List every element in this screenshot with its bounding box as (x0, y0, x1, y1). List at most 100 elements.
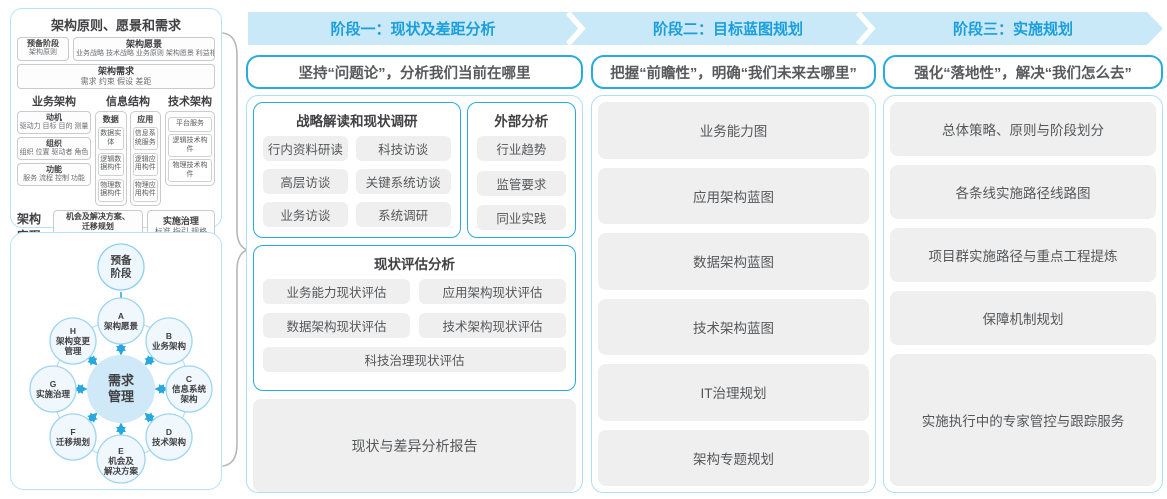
information-structure-header: 信息结构 (106, 96, 150, 109)
requirements-title: 架构需求 (97, 66, 134, 76)
phase3-panel: 总体策略、原则与阶段划分 各条线实施路径线路图 项目群实施路径与重点工程提炼 保… (883, 95, 1163, 493)
assessment-title: 现状评估分析 (374, 257, 455, 272)
phase3-item: 项目群实施路径与重点工程提炼 (890, 227, 1156, 282)
gap-analysis-report-box: 现状与差异分析报告 (253, 399, 576, 492)
phase2-panel: 业务能力图 应用架构蓝图 数据架构蓝图 技术架构蓝图 IT治理规划 架构专题规划 (591, 95, 876, 493)
data-item: 物理数据构件 (98, 178, 124, 202)
external-analysis-box: 外部分析 行业趋势 监管要求 同业实践 (466, 102, 576, 238)
assessment-item: 数据架构现状评估 (263, 313, 410, 338)
prep-phase-box: 预备阶段 架构原则 (17, 37, 69, 61)
phase3-item: 保障机制规划 (890, 290, 1156, 345)
data-item: 逻辑数据构件 (98, 153, 124, 176)
strategy-item: 关键系统访谈 (355, 169, 451, 194)
organization-sub: 组织 位置 驱动者 角色 (19, 149, 89, 156)
organization-title: 组织 (46, 139, 62, 148)
strategy-research-box: 战略解读和现状调研 行内资料研读 科技访谈 高层访谈 关键系统访谈 业务访谈 系… (253, 102, 461, 238)
phase2-item: 应用架构蓝图 (598, 167, 869, 224)
framework-row-prep-vision: 预备阶段 架构原则 架构愿景 业务战略 技术战略 业务原则 架构愿景 利益相关者 (17, 37, 215, 61)
function-sub: 服务 流程 控制 功能 (23, 174, 85, 182)
governance-sub: 标准 指引 规格 (150, 227, 212, 237)
prep-sub: 架构原则 (29, 49, 57, 56)
phase2-item: 数据架构蓝图 (598, 233, 869, 290)
adm-node-b-business: B 业务架构 (151, 330, 186, 351)
adm-node-d-technology: D 技术架构 (151, 426, 186, 447)
strategy-item: 业务访谈 (263, 202, 348, 227)
vision-sub: 业务战略 技术战略 业务原则 架构愿景 利益相关者 (76, 50, 214, 58)
motivation-box: 动机 驱动力 目标 目的 测量 (17, 111, 91, 134)
tech-item: 逻辑技术构件 (168, 134, 212, 157)
data-item: 数据实体 (98, 127, 124, 151)
phase2-item: IT治理规划 (598, 364, 869, 421)
phase2-subtitle: 把握“前瞻性”，明确“我们未来去哪里” (591, 55, 876, 89)
phase1-band-title: 阶段一：现状及差距分析 (330, 21, 496, 38)
phase3-band-title: 阶段三：实施规划 (952, 21, 1073, 38)
phase3-item: 各条线实施路径线路图 (890, 164, 1156, 219)
adm-node-f-migration: F 迁移规划 (55, 426, 90, 447)
adm-center-requirements: 需求 管理 (107, 372, 134, 404)
chevron-separator-icon (856, 12, 876, 45)
application-subcolumn: 应用 信息系统服务 逻辑应用构件 物理应用构件 (129, 111, 161, 206)
assessment-box: 现状评估分析 业务能力现状评估 应用架构现状评估 数据架构现状评估 技术架构现状… (253, 245, 576, 391)
chevron-separator-icon (566, 12, 586, 45)
external-item: 行业趋势 (476, 136, 566, 161)
governance-title: 实施治理 (162, 215, 199, 226)
technical-architecture-column: 技术架构 平台服务 逻辑技术构件 物理技术构件 (165, 93, 215, 205)
tech-item: 平台服务 (168, 117, 212, 132)
data-subcolumn: 数据 数据实体 逻辑数据构件 物理数据构件 (95, 111, 127, 206)
assessment-item: 业务能力现状评估 (263, 279, 410, 304)
framework-title: 架构原则、愿景和需求 (50, 18, 181, 33)
application-item: 信息系统服务 (132, 127, 158, 151)
phase1-panel: 战略解读和现状调研 行内资料研读 科技访谈 高层访谈 关键系统访谈 业务访谈 系… (246, 95, 583, 493)
business-architecture-column: 业务架构 动机 驱动力 目标 目的 测量 组织 组织 位置 驱动者 角色 功能 … (17, 93, 91, 205)
phase3-subtitle: 强化“落地性”，解决“我们怎么去” (883, 55, 1163, 89)
organization-box: 组织 组织 位置 驱动者 角色 (17, 137, 91, 160)
phase-band: 阶段一：现状及差距分析 阶段二：目标蓝图规划 阶段三：实施规划 (248, 12, 1163, 45)
phase3-item: 实施执行中的专家管控与跟踪服务 (890, 353, 1156, 486)
requirements-sub: 需求 约束 假设 差距 (80, 77, 152, 87)
opportunities-title: 机会及解决方案、 迁移规划 (65, 211, 130, 231)
strategy-item: 行内资料研读 (263, 136, 348, 161)
application-item: 逻辑应用构件 (132, 153, 158, 176)
assessment-item: 技术架构现状评估 (419, 313, 566, 338)
adm-node-g-governance: G 实施治理 (35, 378, 70, 399)
assessment-item: 应用架构现状评估 (419, 279, 566, 304)
phase1-subtitle: 坚持“问题论”，分析我们当前在哪里 (246, 55, 583, 89)
data-header: 数据 (102, 115, 119, 125)
business-architecture-header: 业务架构 (32, 96, 76, 109)
prep-title: 预备阶段 (27, 39, 59, 48)
external-item: 同业实践 (476, 205, 566, 230)
strategy-item: 系统调研 (355, 202, 451, 227)
phase2-item: 业务能力图 (598, 102, 869, 159)
technical-architecture-header: 技术架构 (168, 96, 212, 109)
application-header: 应用 (137, 115, 154, 125)
phase2-item: 架构专题规划 (598, 429, 869, 486)
vision-title: 架构愿景 (125, 39, 162, 49)
motivation-sub: 驱动力 目标 目的 测量 (19, 123, 89, 131)
strategy-item: 科技访谈 (355, 136, 451, 161)
adm-node-a-vision: A 架构愿景 (103, 310, 138, 331)
strategy-research-title: 战略解读和现状调研 (296, 114, 418, 129)
adm-node-preliminary: 预备 阶段 (110, 254, 132, 279)
motivation-title: 动机 (46, 113, 62, 123)
assessment-item: 科技治理现状评估 (263, 347, 566, 372)
function-title: 功能 (46, 164, 62, 174)
function-box: 功能 服务 流程 控制 功能 (17, 162, 91, 186)
framework-architecture-columns: 业务架构 动机 驱动力 目标 目的 测量 组织 组织 位置 驱动者 角色 功能 … (17, 93, 215, 206)
phase3-item: 总体策略、原则与阶段划分 (890, 102, 1156, 156)
adm-cycle-panel: 预备 阶段 A 架构愿景 B 业务架构 C 信息系统 架构 D 技术架构 E 机… (10, 232, 222, 490)
vision-box: 架构愿景 业务战略 技术战略 业务原则 架构愿景 利益相关者 (73, 37, 215, 61)
external-analysis-title: 外部分析 (494, 114, 549, 129)
tech-item: 物理技术构件 (168, 159, 212, 183)
adm-node-c-information: C 信息系统 架构 (171, 373, 206, 405)
adm-node-e-opportunities: E 机会及 解决方案 (103, 445, 138, 477)
requirements-box: 架构需求 需求 约束 假设 差距 (17, 64, 215, 90)
external-item: 监管要求 (476, 170, 566, 196)
architecture-framework-panel: 架构原则、愿景和需求 预备阶段 架构原则 架构愿景 业务战略 技术战略 业务原则… (10, 8, 222, 244)
information-structure-column: 信息结构 数据 数据实体 逻辑数据构件 物理数据构件 应用 信息系统服务 逻辑应… (95, 93, 161, 206)
phase2-item: 技术架构蓝图 (598, 298, 869, 355)
adm-cycle-graphic (29, 243, 213, 484)
adm-node-h-change: H 架构变更 管理 (55, 325, 90, 357)
phase2-band-title: 阶段二：目标蓝图规划 (652, 21, 803, 38)
application-item: 物理应用构件 (132, 178, 158, 202)
